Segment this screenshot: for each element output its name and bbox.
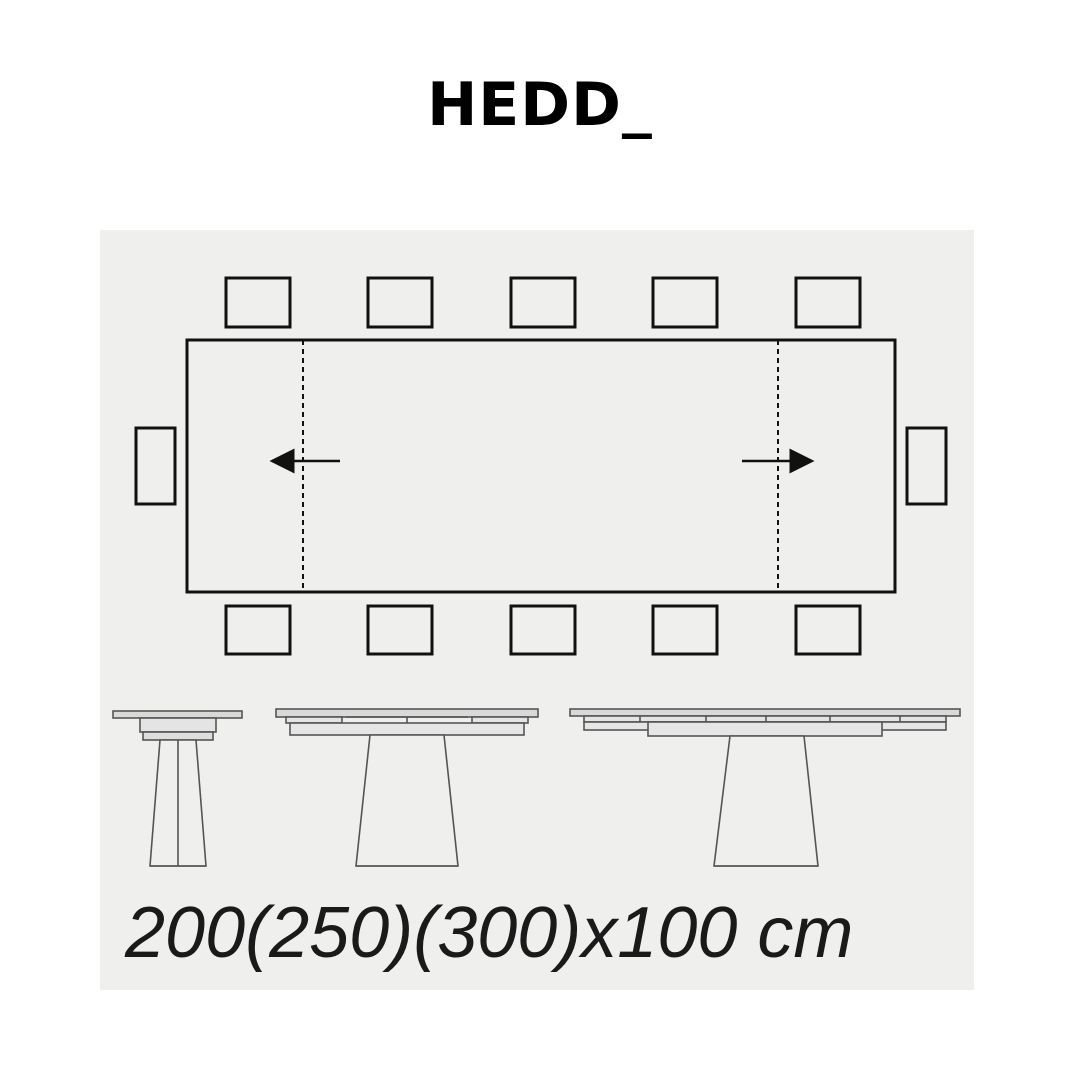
chair-bottom-5	[794, 604, 862, 656]
chair-end-right	[905, 426, 948, 506]
brand-title: HEDD_	[427, 70, 653, 140]
extension-lines	[302, 340, 779, 592]
chair-bottom-3	[509, 604, 577, 656]
chair-top-2	[366, 276, 434, 329]
front-view-extended	[569, 708, 961, 867]
chair-top-1	[224, 276, 292, 329]
chair-end-left	[134, 426, 177, 506]
chair-top-5	[794, 276, 862, 329]
side-view	[112, 710, 243, 867]
chair-bottom-2	[366, 604, 434, 656]
dimensions-label: 200(250)(300)x100 cm	[125, 893, 854, 973]
table-top-outline	[185, 338, 897, 594]
top-view	[134, 276, 948, 656]
chair-top-4	[651, 276, 719, 329]
elevation-views	[112, 708, 961, 867]
chair-bottom-1	[224, 604, 292, 656]
chair-top-3	[509, 276, 577, 329]
front-view-closed	[275, 708, 539, 867]
diagram-panel	[100, 230, 974, 990]
chair-bottom-4	[651, 604, 719, 656]
